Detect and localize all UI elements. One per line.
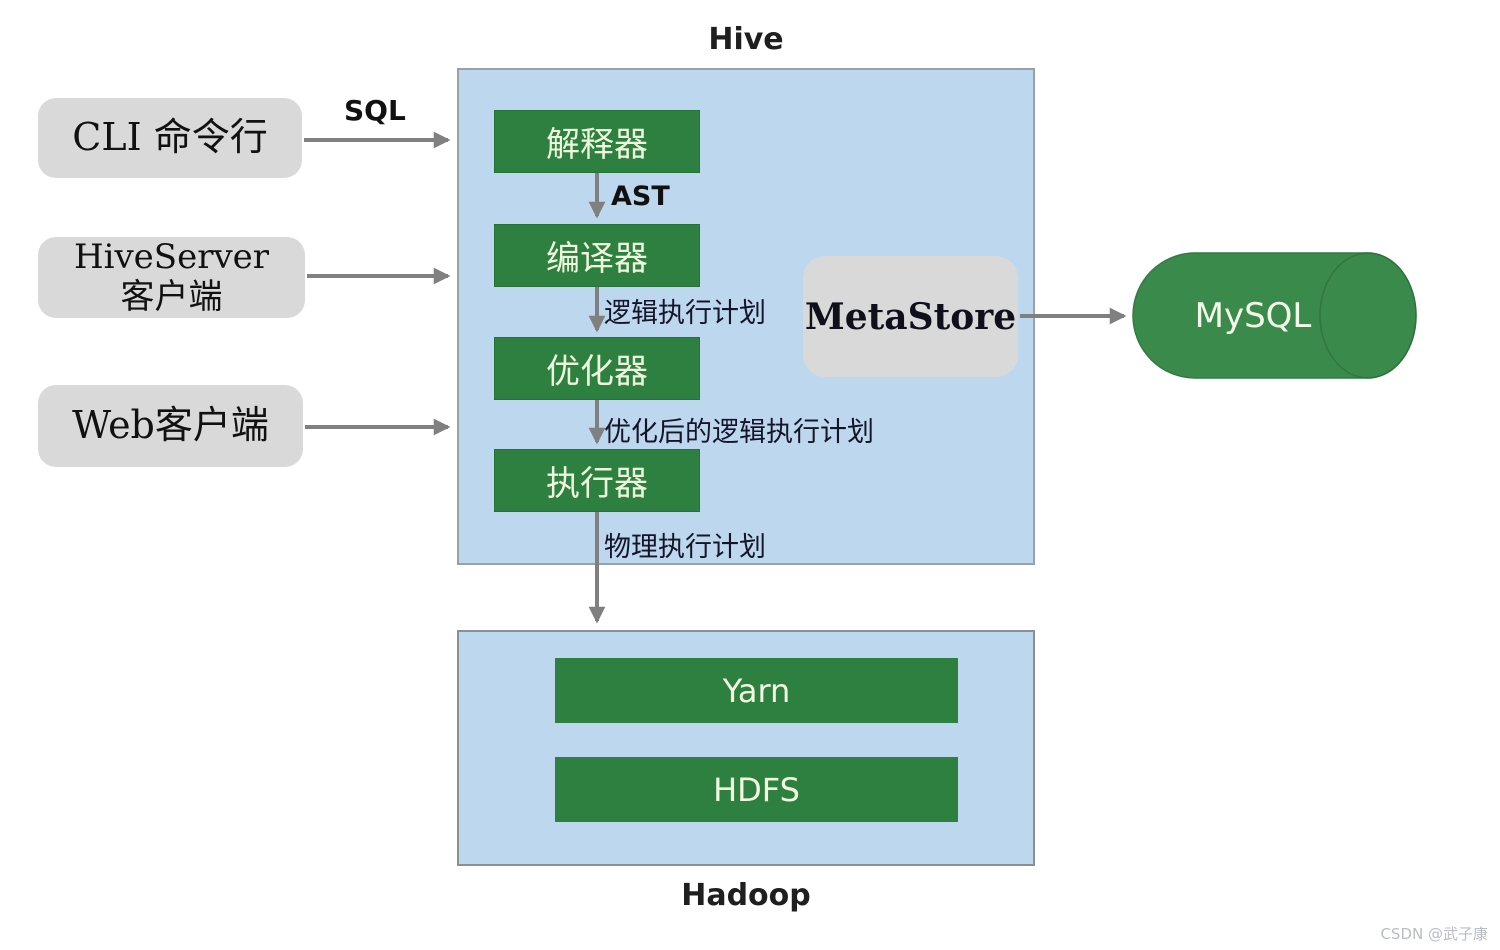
component-box-optimizer: 优化器 [494,337,700,400]
component-box-compiler: 编译器 [494,224,700,287]
component-compiler-label: 编译器 [546,239,648,279]
metastore-label: MetaStore [804,295,1017,338]
edge-label-logical-plan: 逻辑执行计划 [604,298,766,329]
component-optimizer-label: 优化器 [546,352,648,392]
hdfs-label: HDFS [713,770,800,809]
hive-panel-title: Hive [708,22,784,57]
client-cli-label: CLI 命令行 [72,115,268,160]
edge-label-physical-plan: 物理执行计划 [604,532,766,563]
watermark: CSDN @武子康 [1380,925,1488,943]
component-parser-label: 解释器 [546,125,648,165]
client-box-hiveserver: HiveServer 客户端 [38,237,305,318]
yarn-label: Yarn [722,671,791,710]
client-hiveserver-label-line2: 客户端 [120,276,223,317]
client-box-web: Web客户端 [38,385,303,467]
mysql-label: MySQL [1194,295,1312,336]
hdfs-bar: HDFS [555,757,958,822]
edge-label-optimized-plan: 优化后的逻辑执行计划 [604,417,874,448]
yarn-bar: Yarn [555,658,958,723]
component-box-parser: 解释器 [494,110,700,173]
edge-label-ast: AST [611,181,670,212]
edge-label-sql: SQL [344,94,406,127]
component-executor-label: 执行器 [546,464,648,504]
metastore-box: MetaStore [803,256,1018,377]
client-hiveserver-label-line1: HiveServer [73,237,270,278]
component-box-executor: 执行器 [494,449,700,512]
client-box-cli: CLI 命令行 [38,98,302,178]
client-web-label: Web客户端 [72,403,269,448]
hadoop-panel-title: Hadoop [681,878,811,913]
